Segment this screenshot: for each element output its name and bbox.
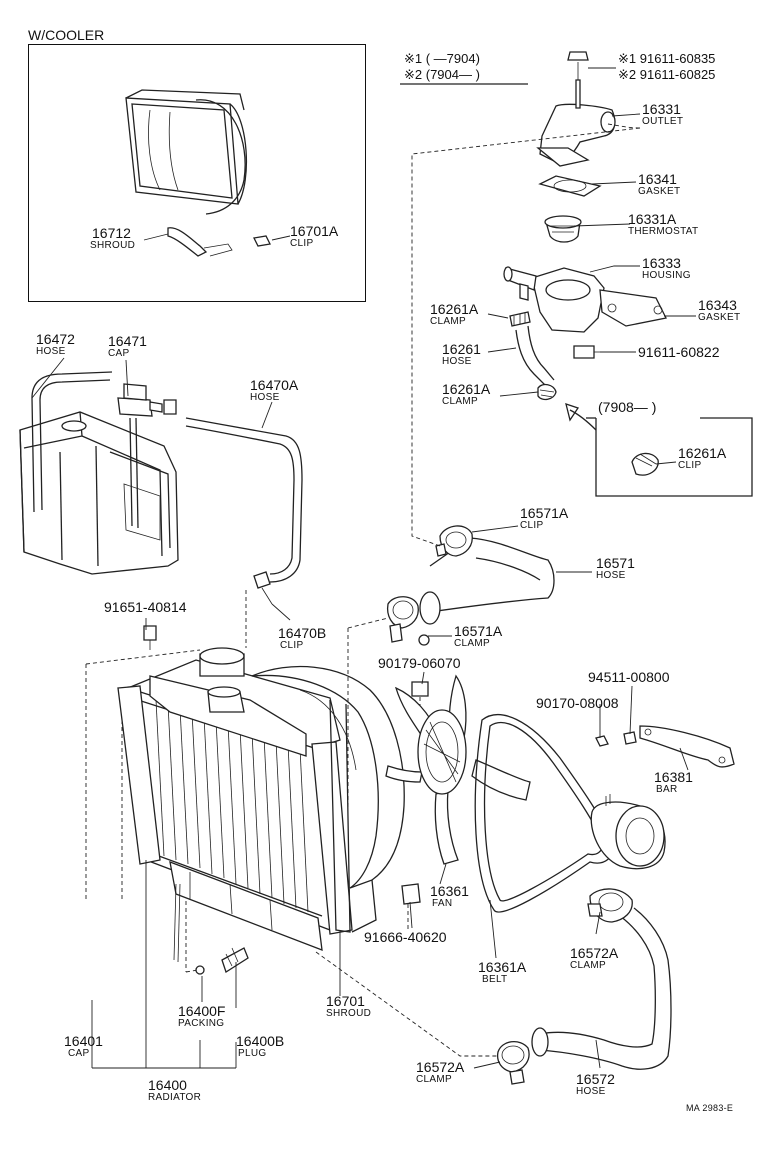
part-name: FAN bbox=[432, 898, 453, 909]
part-name: GASKET bbox=[698, 312, 741, 323]
part-name: SHROUD bbox=[326, 1008, 372, 1019]
part-number: 16341 bbox=[638, 171, 677, 187]
part-number: 16472 bbox=[36, 331, 75, 347]
part-number: 16572 bbox=[576, 1071, 615, 1087]
note-2: ※2 (7904— ) bbox=[404, 67, 480, 82]
part-number: 91611-60822 bbox=[638, 344, 720, 360]
cooler-inset-box bbox=[28, 44, 366, 302]
part-name: CAP bbox=[108, 348, 130, 359]
part-number: 16331A bbox=[628, 211, 677, 227]
part-number: 16701 bbox=[326, 993, 365, 1009]
part-name: CLIP bbox=[678, 460, 702, 471]
part-number: 90170-08008 bbox=[536, 695, 619, 711]
part-number: 16571 bbox=[596, 555, 635, 571]
part-name: SHROUD bbox=[90, 240, 136, 251]
shroud-drawing bbox=[251, 665, 405, 933]
part-name: CLIP bbox=[520, 520, 544, 531]
part-name: RADIATOR bbox=[148, 1092, 202, 1103]
figure-code: MA 2983-E bbox=[686, 1103, 734, 1113]
part-number: 16261A bbox=[678, 445, 727, 461]
part-number: 16712 bbox=[92, 225, 131, 241]
part-name: CLAMP bbox=[442, 396, 478, 407]
part-number: 16331 bbox=[642, 101, 681, 117]
part-name: CLAMP bbox=[430, 316, 466, 327]
part-number: 16470B bbox=[278, 625, 327, 641]
part-number: 16261A bbox=[430, 301, 479, 317]
installation-lines bbox=[85, 127, 641, 1057]
part-number: 16343 bbox=[698, 297, 737, 313]
part-number: 16572A bbox=[416, 1059, 465, 1075]
part-number: 16361 bbox=[430, 883, 469, 899]
part-number: 90179-06070 bbox=[378, 655, 461, 671]
note-bolt-2: ※2 91611-60825 bbox=[618, 67, 716, 82]
part-number: 16261 bbox=[442, 341, 481, 357]
part-number: 16571A bbox=[454, 623, 503, 639]
leader-lines bbox=[31, 67, 696, 1069]
part-name: CLAMP bbox=[454, 638, 490, 649]
part-name: HOSE bbox=[250, 392, 280, 403]
part-name: HOSE bbox=[596, 570, 626, 581]
part-number: 16381 bbox=[654, 769, 693, 785]
part-name: HOSE bbox=[576, 1086, 606, 1097]
part-name: GASKET bbox=[638, 186, 681, 197]
part-name: HOSE bbox=[442, 356, 472, 367]
part-number: 16333 bbox=[642, 255, 681, 271]
part-name: CLAMP bbox=[570, 960, 606, 971]
part-name: THERMOSTAT bbox=[628, 226, 699, 237]
part-number: 16261A bbox=[442, 381, 491, 397]
part-number: 91651-40814 bbox=[104, 599, 187, 615]
part-number: 16400B bbox=[236, 1033, 285, 1049]
belt-drawing bbox=[474, 714, 735, 913]
part-number: 16701A bbox=[290, 223, 339, 239]
part-name: BAR bbox=[656, 784, 678, 795]
cooler-shroud-drawing bbox=[125, 89, 271, 257]
part-number: 16470A bbox=[250, 377, 299, 393]
part-number: 16572A bbox=[570, 945, 619, 961]
part-number: 94511-00800 bbox=[588, 669, 670, 685]
part-number: 16471 bbox=[108, 333, 147, 349]
part-name: HOUSING bbox=[642, 270, 691, 281]
clip-inset-drawing bbox=[565, 403, 753, 497]
part-name: CAP bbox=[68, 1048, 90, 1059]
part-name: PACKING bbox=[178, 1018, 225, 1029]
reservoir-drawing bbox=[19, 371, 303, 605]
outlet-group-drawing bbox=[503, 51, 667, 401]
note-1: ※1 ( —7904) bbox=[404, 51, 480, 66]
part-number: 91666-40620 bbox=[364, 929, 447, 945]
part-number: 16571A bbox=[520, 505, 569, 521]
fan-drawing bbox=[385, 674, 531, 905]
part-name: CLAMP bbox=[416, 1074, 452, 1085]
radiator-drawing bbox=[117, 625, 353, 975]
part-number: 16400 bbox=[148, 1077, 187, 1093]
part-number: 16401 bbox=[64, 1033, 103, 1049]
note-bolt-1: ※1 91611-60835 bbox=[618, 51, 716, 66]
part-name: CLIP bbox=[280, 640, 304, 651]
upper-hose-drawing bbox=[386, 525, 555, 646]
part-name: BELT bbox=[482, 974, 508, 985]
lower-hose-drawing bbox=[496, 888, 672, 1085]
part-name: CLIP bbox=[290, 238, 314, 249]
part-name: PLUG bbox=[238, 1048, 267, 1059]
part-number: 16361A bbox=[478, 959, 527, 975]
part-name: HOSE bbox=[36, 346, 66, 357]
part-number: 16400F bbox=[178, 1003, 226, 1019]
part-name: OUTLET bbox=[642, 116, 684, 127]
cooler-variant-title: W/COOLER bbox=[28, 27, 105, 43]
clip-inset-note: (7908— ) bbox=[598, 399, 657, 415]
